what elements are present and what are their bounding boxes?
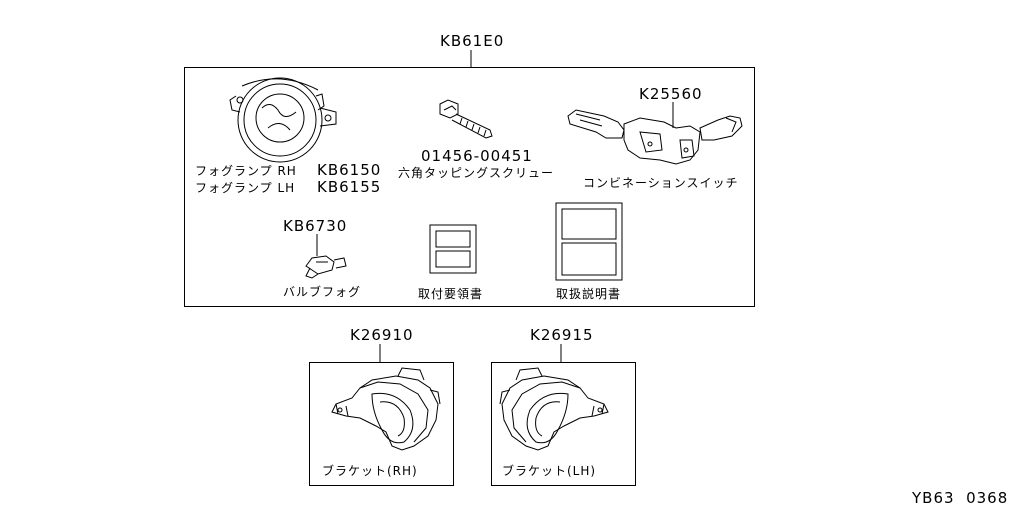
install-manual-label: 取付要領書	[418, 287, 484, 301]
bracket-rh-code: K26910	[350, 326, 414, 344]
fog-lamp-lh-code: KB6155	[317, 178, 382, 196]
fog-lamp-lh-label: フォグランプ LH	[195, 181, 296, 195]
screw-drawing	[439, 99, 493, 139]
bracket-lh-label: ブラケット(LH)	[502, 464, 597, 478]
bracket-lh-box	[491, 362, 636, 486]
switch-code: K25560	[639, 85, 703, 103]
user-manual-label: 取扱説明書	[556, 287, 622, 301]
fog-lamp-rh-label: フォグランプ RH	[195, 164, 297, 178]
bulb-drawing	[305, 255, 347, 279]
bracket-lh-drawing	[499, 367, 609, 451]
kit-code: KB61E0	[440, 32, 505, 50]
bracket-rh-label: ブラケット(RH)	[322, 464, 418, 478]
bracket-lh-code: K26915	[530, 326, 594, 344]
bulb-label: バルブフォグ	[283, 285, 362, 299]
screw-part-no: 01456-00451	[421, 147, 533, 165]
switch-label: コンビネーションスイッチ	[583, 176, 739, 190]
screw-label: 六角タッピングスクリュー	[398, 166, 555, 180]
kit-box	[184, 67, 755, 307]
fog-lamp-drawing	[229, 77, 337, 163]
bracket-rh-box	[309, 362, 454, 486]
fog-lamp-rh-code: KB6150	[317, 161, 382, 179]
figure-reference: YB63 0368	[912, 489, 1009, 507]
user-manual-drawing	[555, 202, 623, 281]
combination-switch-drawing	[567, 109, 743, 165]
install-manual-drawing	[429, 224, 477, 274]
bracket-rh-drawing	[331, 367, 441, 451]
bulb-code: KB6730	[283, 217, 348, 235]
